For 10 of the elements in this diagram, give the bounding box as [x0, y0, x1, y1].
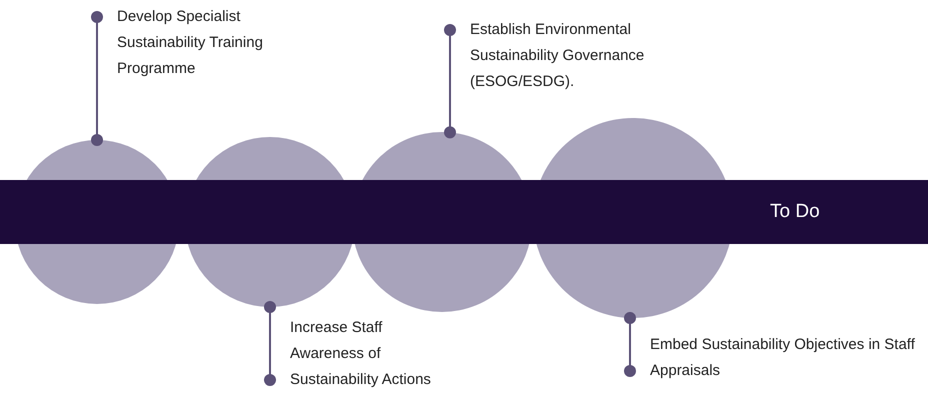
callout-text: Increase Staff Awareness of Sustainability Actions [290, 315, 450, 393]
leader-line [624, 312, 636, 377]
callout-text: Establish Environmental Sustainability Governance (ESOG/ESDG). [470, 17, 670, 95]
callout-text: Embed Sustainability Objectives in Staff Appraisals [650, 332, 926, 384]
leader-line [91, 11, 103, 146]
band-bar [0, 180, 928, 244]
leader-line [264, 301, 276, 386]
callout-text: Develop Specialist Sustainability Training Programme [117, 4, 267, 82]
band-label: To Do [770, 201, 820, 223]
leader-line [444, 24, 456, 138]
